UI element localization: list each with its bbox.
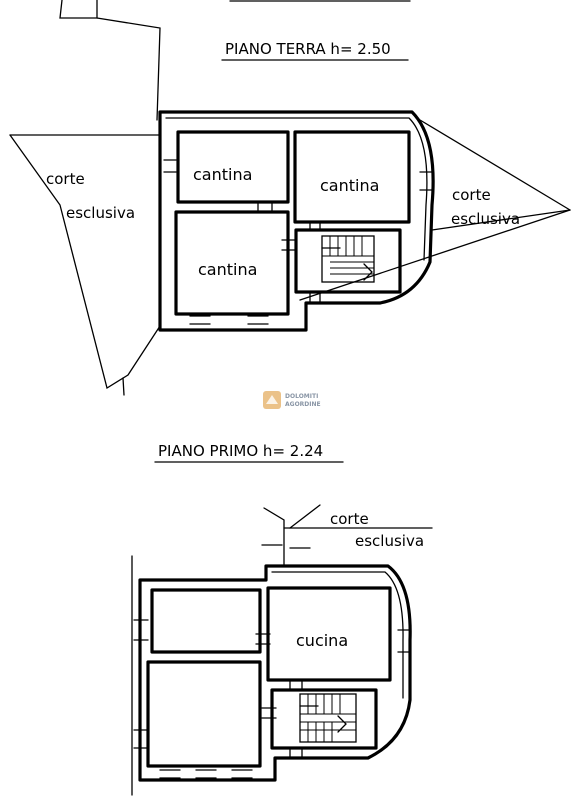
- left-yard-label-line1: corte: [46, 170, 85, 188]
- first-floor-yard-label-line2: esclusiva: [355, 532, 424, 550]
- ground-floor-openings: [163, 159, 433, 325]
- first-floor-yard-boundary: [261, 504, 433, 566]
- room-cantina-3: [174, 210, 290, 316]
- right-yard-boundary: [299, 119, 571, 301]
- first-floor-openings: [133, 619, 411, 779]
- first-floor-staircase: [270, 688, 378, 750]
- left-yard-label-line2: esclusiva: [66, 204, 135, 222]
- room-label-cantina-2: cantina: [320, 176, 379, 195]
- ground-floor-staircase: [294, 228, 402, 294]
- ground-floor-title: PIANO TERRA h= 2.50: [225, 40, 391, 58]
- room-cantina-2: [293, 130, 411, 224]
- room-label-cantina-3: cantina: [198, 260, 257, 279]
- ground-floor-plan: PIANO TERRA h= 2.50: [9, 0, 571, 396]
- room-label-cucina: cucina: [296, 631, 348, 650]
- first-floor-title: PIANO PRIMO h= 2.24: [158, 442, 323, 460]
- left-yard-boundary: [9, 0, 161, 396]
- watermark-line1: DOLOMITI: [285, 393, 318, 400]
- room-first-1: [150, 588, 262, 654]
- room-first-2: [146, 660, 262, 768]
- room-cantina-1: [176, 130, 290, 204]
- first-floor-plan: PIANO PRIMO h= 2.24: [131, 442, 433, 796]
- first-floor-yard-label-line1: corte: [330, 510, 369, 528]
- ground-floor-outer-wall: [158, 110, 435, 332]
- first-floor-outer-wall: [138, 564, 412, 782]
- watermark-line2: AGORDINE: [285, 401, 321, 408]
- right-yard-label-line1: corte: [452, 186, 491, 204]
- room-label-cantina-1: cantina: [193, 165, 252, 184]
- watermark-logo: DOLOMITI AGORDINE: [263, 391, 321, 409]
- right-yard-label-line2: esclusiva: [451, 210, 520, 228]
